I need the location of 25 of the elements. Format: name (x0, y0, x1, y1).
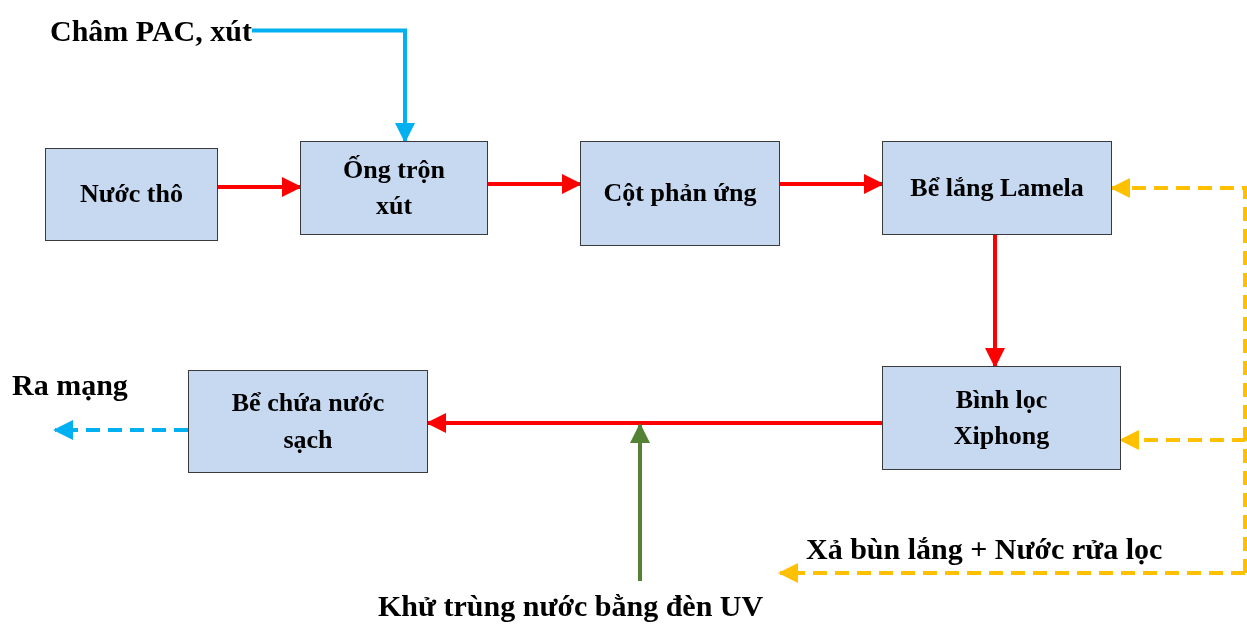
outlet-label: Ra mạng (12, 368, 128, 401)
bare-label: Khử trùng nước bằng đèn UV (378, 589, 764, 622)
bare-label: Xả bùn lắng + Nước rửa lọc (806, 532, 1163, 565)
arrow (778, 563, 1245, 583)
arrow (218, 177, 302, 197)
box-text: Bể lắng Lamela (909, 171, 1085, 204)
arrow (53, 420, 188, 440)
arrow (251, 28, 415, 143)
process-box (188, 370, 428, 473)
process-box (882, 141, 1112, 235)
process-box (45, 148, 218, 241)
box-text: Ống trộn xút (342, 153, 446, 222)
bare-label: Châm PAC, xút (50, 14, 252, 47)
box-text: Bình lọc Xiphong (952, 383, 1051, 452)
process-box (882, 366, 1121, 470)
process-box (300, 141, 488, 235)
arrow (780, 174, 884, 194)
arrow (488, 174, 582, 194)
arrow (630, 423, 650, 581)
box-text: Cột phản ứng (602, 177, 758, 210)
arrow (426, 413, 882, 433)
process-box (580, 141, 780, 246)
box-text: Nước thô (79, 178, 184, 211)
box-text: Bể chứa nước sạch (230, 387, 386, 456)
arrow (985, 235, 1005, 368)
